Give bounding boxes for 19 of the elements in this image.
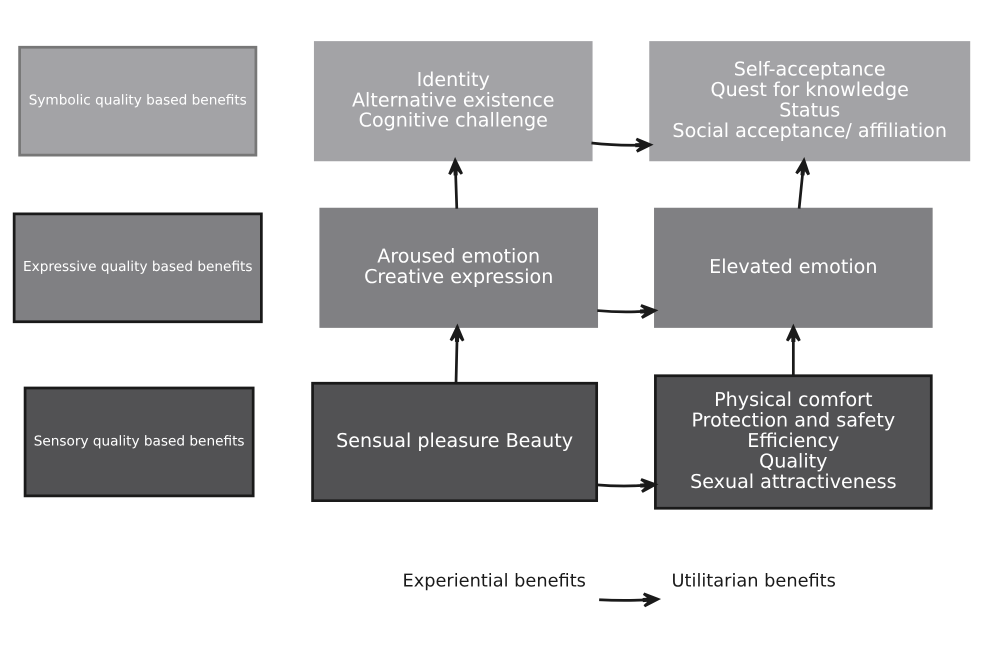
arrow — [599, 592, 660, 608]
arrow — [597, 304, 656, 319]
arrow — [596, 478, 657, 494]
node-box: Symbolic quality based benefits — [18, 46, 258, 156]
node-box: Sensory quality based benefits — [24, 386, 255, 498]
node-box: Elevated emotion — [654, 208, 933, 328]
node-box: Expressive quality based benefits — [12, 212, 263, 324]
node-box: Self-acceptance Quest for knowledge Status Social acceptance/ affiliation — [649, 41, 970, 162]
node-text: Utilitarian benefits — [672, 572, 836, 592]
arrow — [448, 159, 464, 209]
node-box: Physical comfort Protection and safety Efficiency Quality Sexual attractiveness — [654, 374, 933, 510]
node-box: Aroused emotion Creative expression — [319, 208, 598, 328]
node-text: Experiential benefits — [402, 572, 586, 592]
arrow — [591, 138, 652, 153]
arrow — [795, 159, 810, 209]
arrow — [450, 326, 465, 384]
arrow — [786, 326, 801, 376]
node-box: Identity Alternative existence Cognitive challenge — [314, 41, 593, 162]
node-box: Sensual pleasure Beauty — [311, 382, 598, 502]
